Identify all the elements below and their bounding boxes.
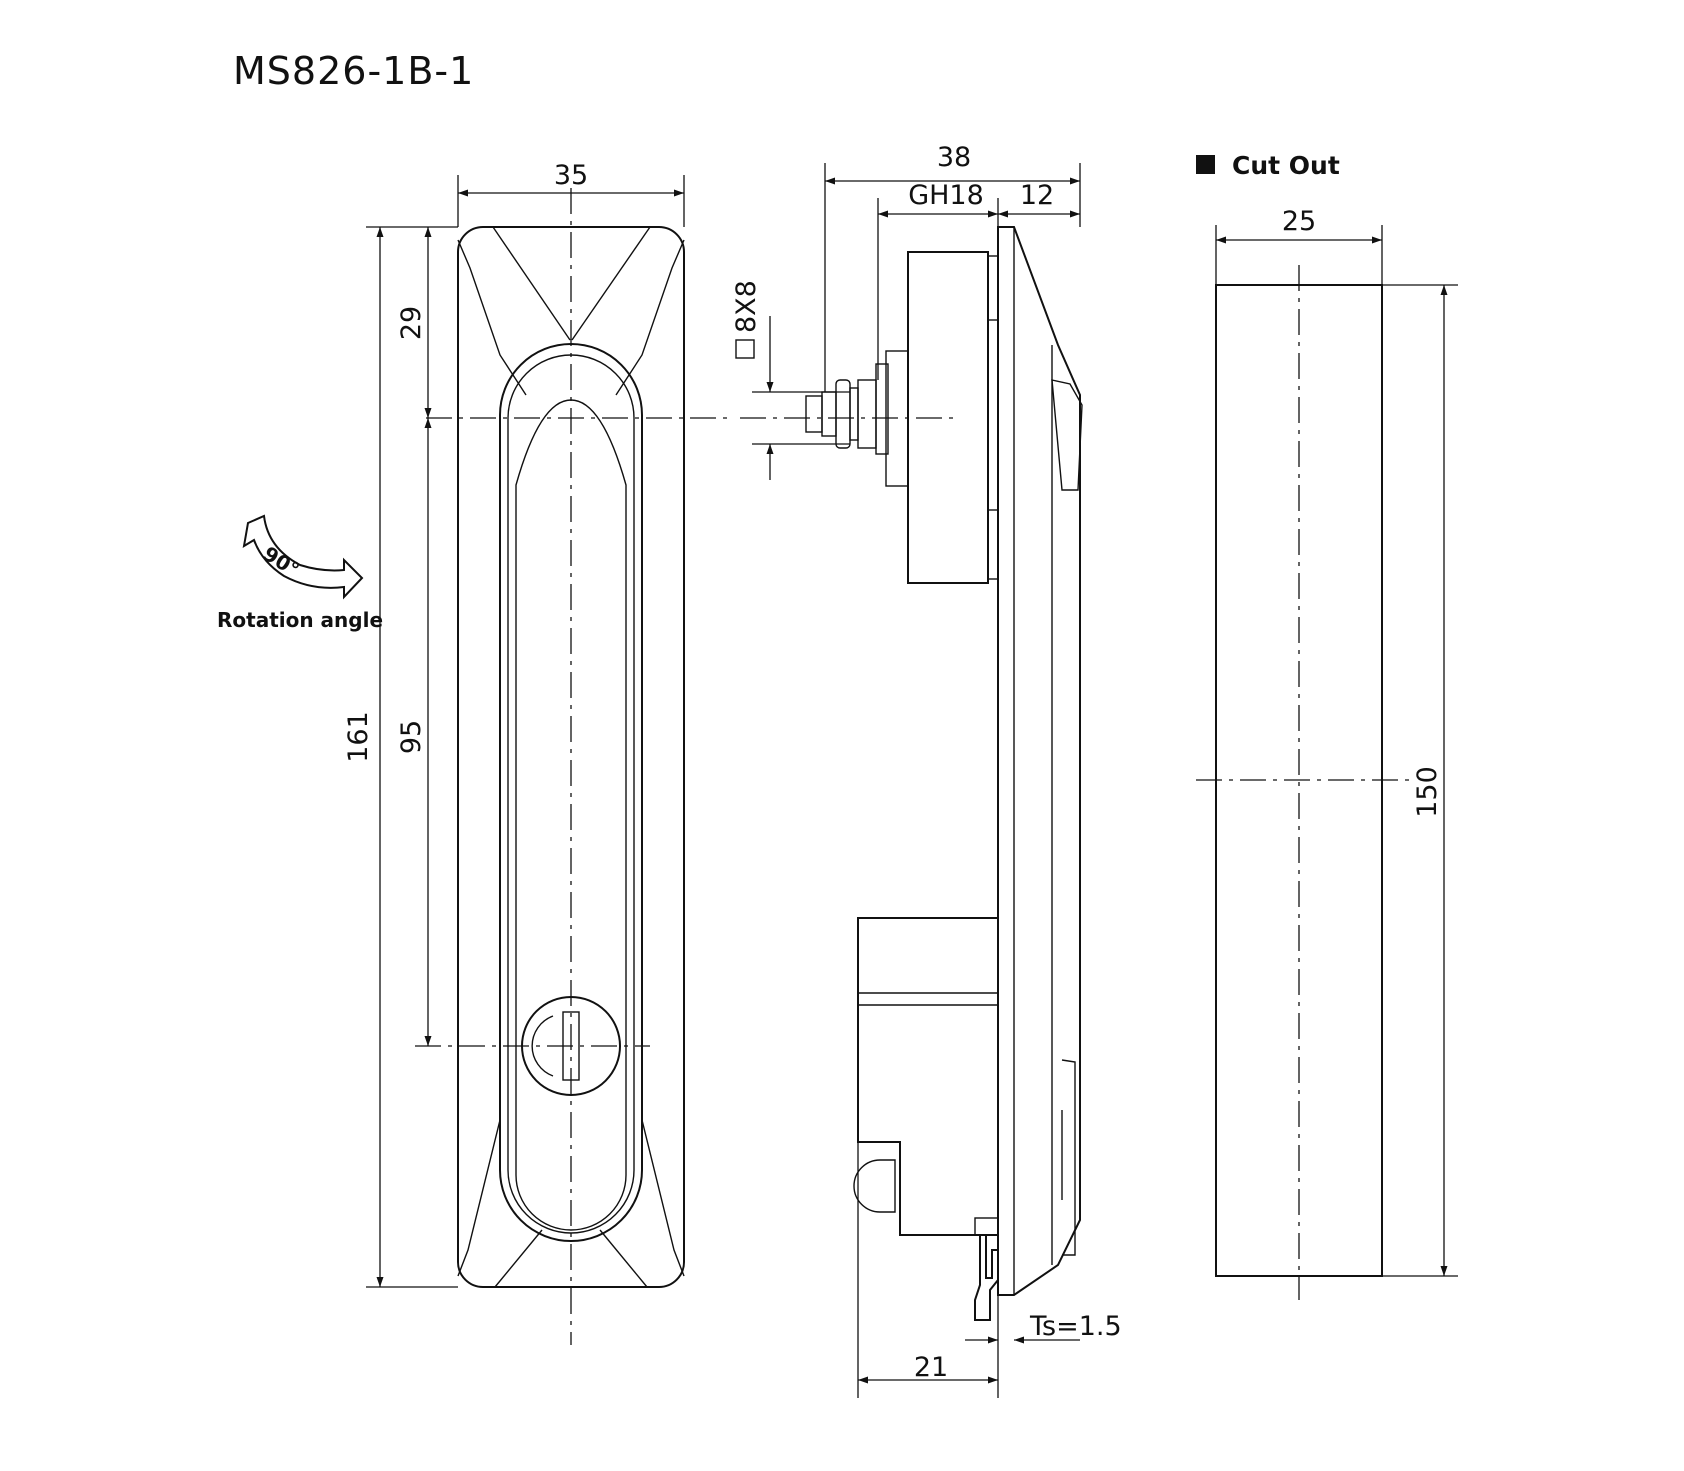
rotation-angle-label: Rotation angle	[217, 608, 383, 632]
cutout-dimensions	[1215, 225, 1458, 1277]
front-dimensions	[366, 175, 685, 1288]
dim-21: 21	[914, 1352, 948, 1383]
dim-height-161: 161	[343, 711, 374, 763]
dim-29: 29	[396, 306, 427, 340]
dim-width-35: 35	[554, 160, 588, 191]
cutout-view	[1196, 265, 1410, 1300]
dim-ts: Ts=1.5	[1029, 1311, 1122, 1342]
drawing-title: MS826-1B-1	[233, 49, 474, 93]
cutout-label: Cut Out	[1232, 151, 1340, 180]
cutout-bullet-icon	[1196, 155, 1215, 174]
dim-12: 12	[1020, 180, 1054, 211]
dim-8x8: 8X8	[731, 280, 762, 333]
dim-cutout-height-150: 150	[1412, 766, 1443, 818]
rotation-angle-value: 90°	[259, 541, 304, 581]
rotation-arrow-icon	[242, 514, 364, 600]
side-view	[740, 226, 1083, 1321]
handle-outline	[499, 343, 643, 1242]
side-dimensions	[752, 163, 1081, 1398]
dim-cutout-width-25: 25	[1282, 206, 1316, 237]
dim-depth-38: 38	[937, 142, 971, 173]
dim-95: 95	[396, 720, 427, 754]
front-view	[415, 188, 727, 1345]
front-plate-outline	[457, 226, 685, 1288]
square-shaft-icon	[735, 339, 755, 359]
dim-gh18: GH18	[908, 180, 984, 211]
